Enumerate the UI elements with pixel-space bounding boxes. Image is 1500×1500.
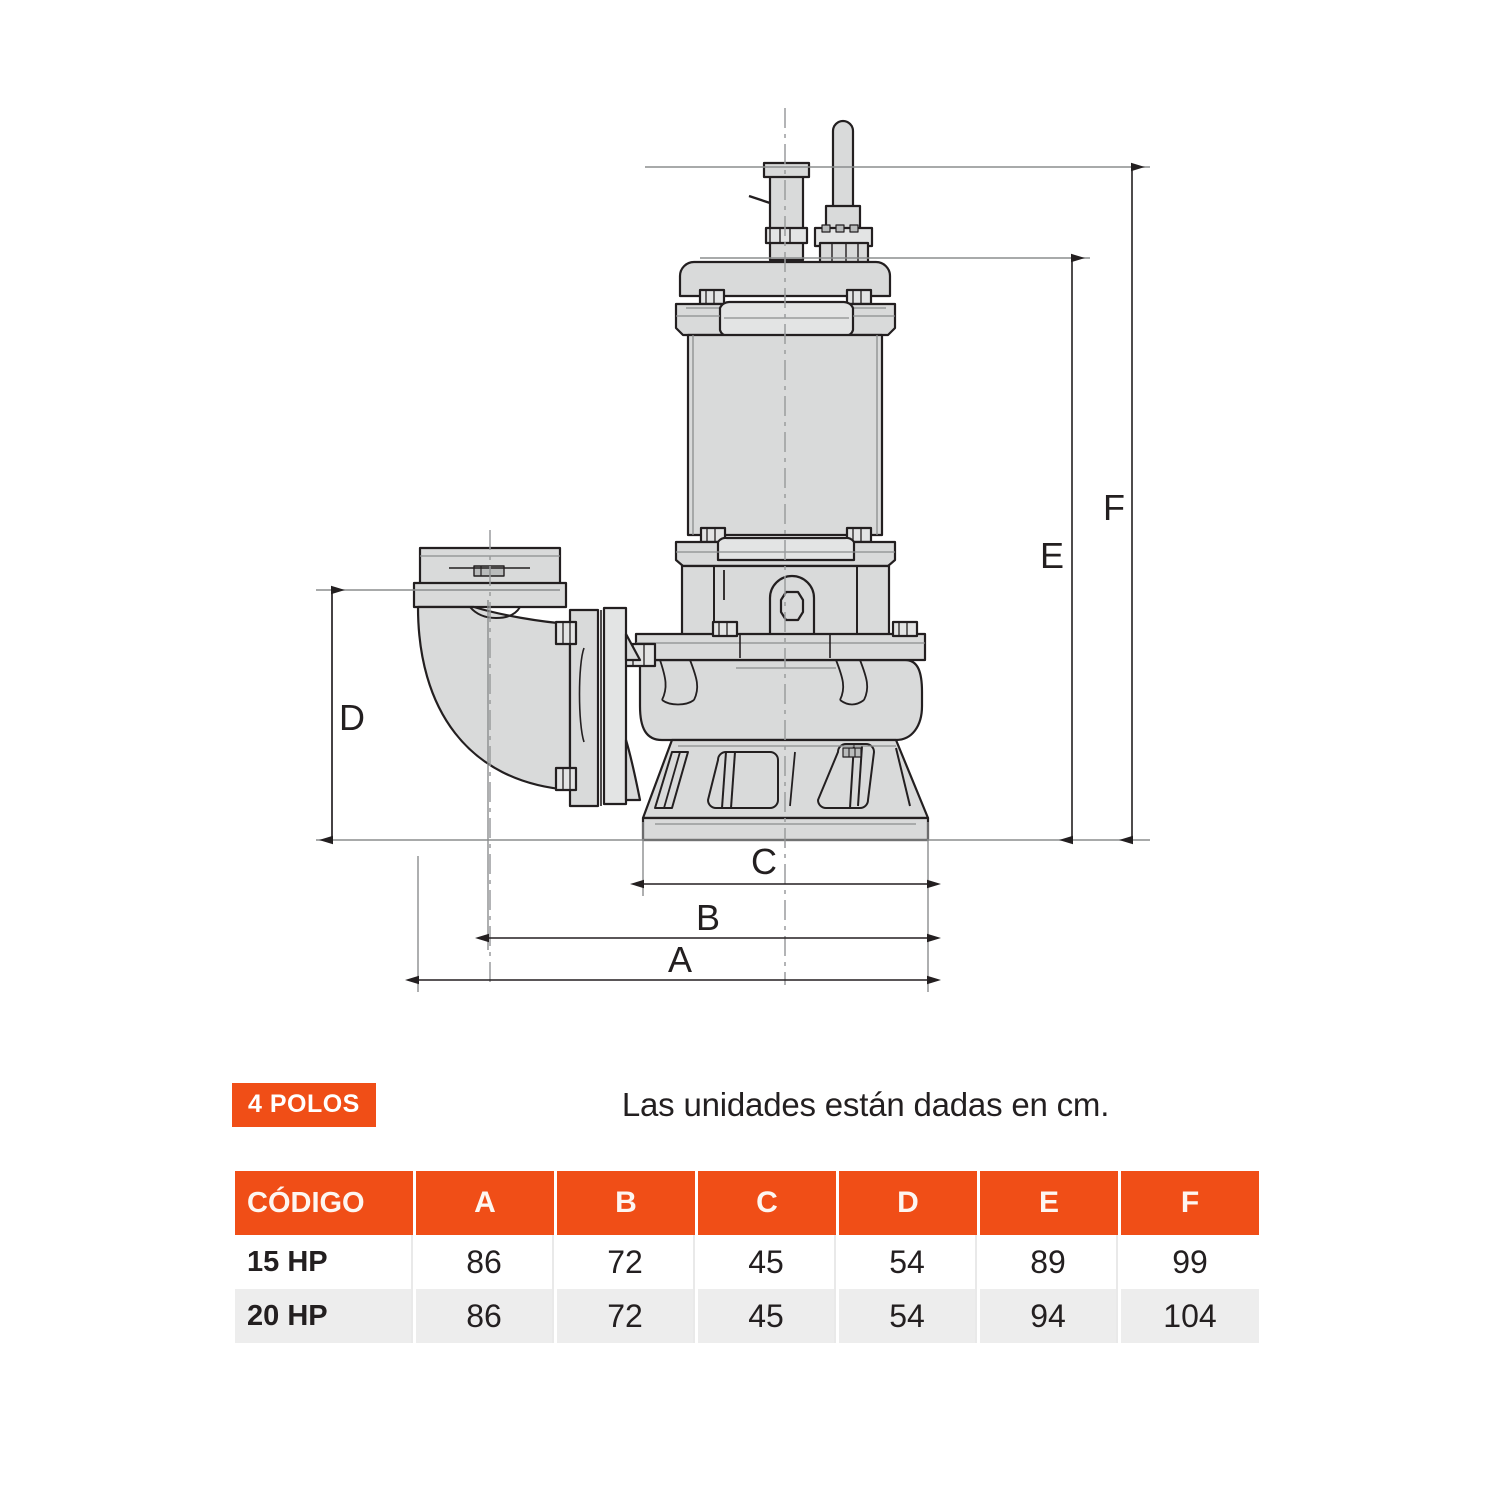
dim-label-C: C (751, 841, 777, 882)
pump-technical-drawing: F E D A B C (316, 108, 1150, 992)
cell-e: 94 (980, 1289, 1118, 1343)
table-row: 15 HP 86 72 45 54 89 99 (235, 1235, 1259, 1289)
units-note: Las unidades están dadas en cm. (621, 1086, 1110, 1123)
cell-code: 15 HP (235, 1235, 413, 1289)
dimensions-table: CÓDIGO A B C D E F 15 HP 86 72 45 54 89 (232, 1171, 1262, 1343)
cell-a: 86 (416, 1235, 554, 1289)
motor-upper-flange (674, 300, 897, 338)
dim-label-A: A (668, 939, 692, 980)
cell-e: 89 (980, 1235, 1118, 1289)
extension-lines (316, 166, 1150, 992)
cell-c: 45 (698, 1235, 836, 1289)
th-c: C (698, 1171, 836, 1235)
cell-f: 99 (1121, 1235, 1259, 1289)
motor-top-cap (678, 260, 892, 306)
power-cable (813, 119, 874, 267)
seal-chamber (680, 564, 891, 638)
dimension-lines (319, 162, 1145, 985)
cell-code: 20 HP (235, 1289, 413, 1343)
cell-d: 54 (839, 1289, 977, 1343)
cell-b: 72 (557, 1235, 695, 1289)
th-codigo: CÓDIGO (235, 1171, 413, 1235)
dim-label-E: E (1040, 535, 1064, 576)
volute-casing (623, 620, 927, 742)
dim-label-F: F (1103, 487, 1125, 528)
base-stand (641, 738, 930, 842)
cell-f: 104 (1121, 1289, 1259, 1343)
specs-section: 4 POLOS Las unidades están dadas en cm. … (232, 1075, 1259, 1343)
legend-row: 4 POLOS Las unidades están dadas en cm. (232, 1075, 1242, 1135)
dim-label-D: D (339, 697, 365, 738)
cell-b: 72 (557, 1289, 695, 1343)
cell-c: 45 (698, 1289, 836, 1343)
dimension-letters: F E D A B C (339, 487, 1125, 980)
th-a: A (416, 1171, 554, 1235)
th-f: F (1121, 1171, 1259, 1235)
motor-lower-flange (674, 526, 897, 568)
th-b: B (557, 1171, 695, 1235)
dim-label-B: B (696, 897, 720, 938)
poles-badge: 4 POLOS (232, 1083, 376, 1127)
pump-assembly (412, 119, 930, 842)
table-row: 20 HP 86 72 45 54 94 104 (235, 1289, 1259, 1343)
th-e: E (980, 1171, 1118, 1235)
cell-a: 86 (416, 1289, 554, 1343)
center-lines (489, 108, 786, 985)
cable-gland-stub (748, 161, 811, 262)
table-header-row: CÓDIGO A B C D E F (235, 1171, 1259, 1235)
th-d: D (839, 1171, 977, 1235)
discharge-elbow (412, 546, 642, 808)
cell-d: 54 (839, 1235, 977, 1289)
